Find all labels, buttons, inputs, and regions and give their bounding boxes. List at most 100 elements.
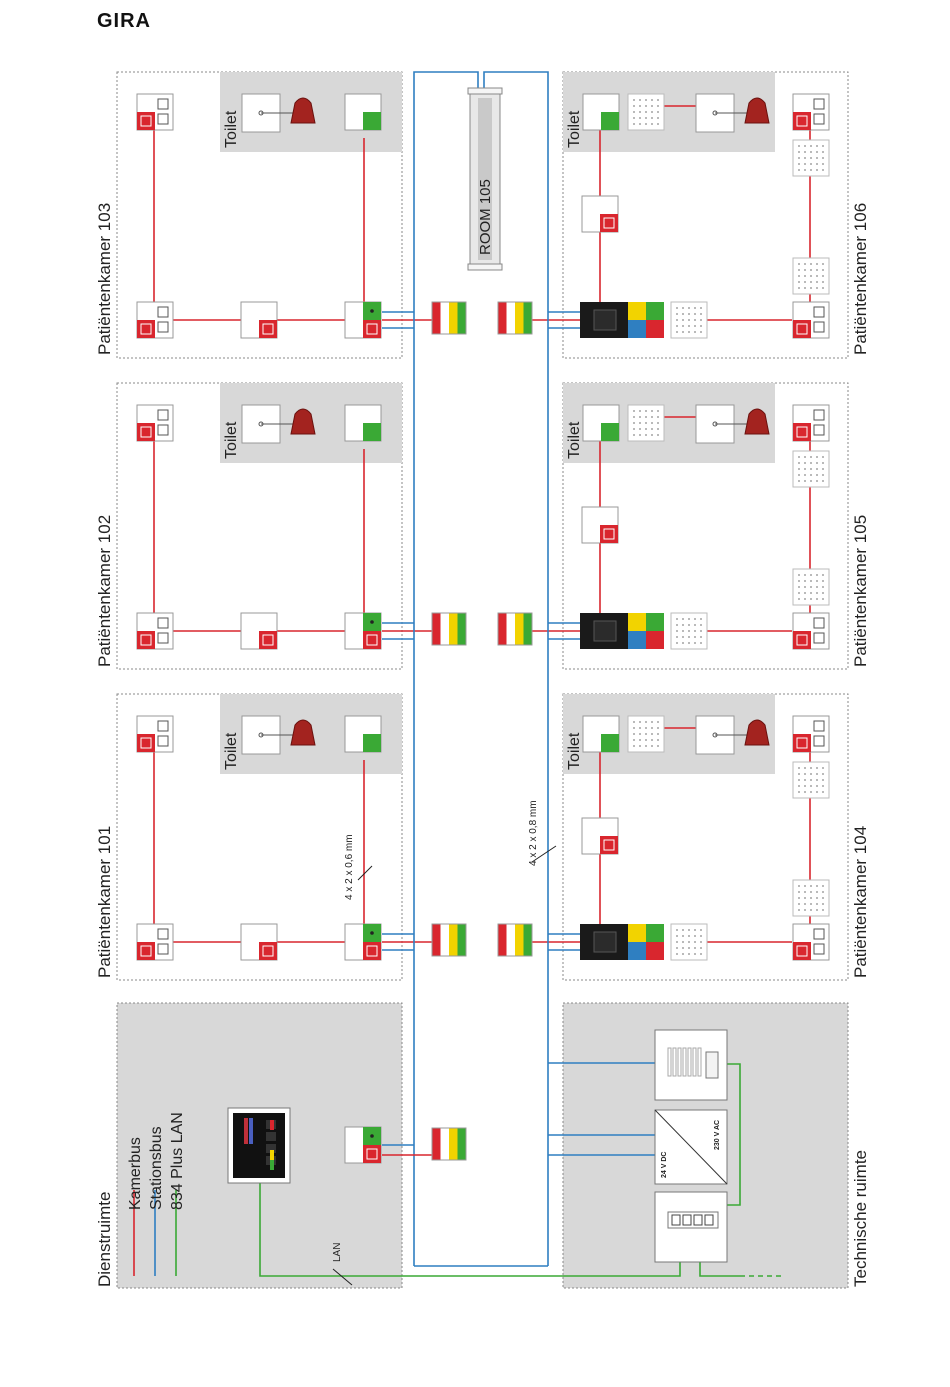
speaker-icon (628, 716, 664, 752)
speaker-dot (682, 325, 684, 327)
speaker-dot (810, 574, 812, 576)
bed-terminal-red (793, 734, 811, 752)
speaker-dot (682, 319, 684, 321)
speaker-dot (816, 462, 818, 464)
reset-button-green (363, 112, 381, 130)
speaker-dot (810, 281, 812, 283)
room-controller-green (646, 924, 664, 942)
speaker-dot (798, 586, 800, 588)
master-station-screen (233, 1113, 285, 1178)
speaker-dot (676, 935, 678, 937)
room-terminal-red (363, 320, 381, 338)
speaker-dot (816, 151, 818, 153)
toilet-label: Toilet (566, 421, 583, 459)
corridor-lamp-segment (515, 302, 524, 334)
master-station-row (266, 1132, 276, 1141)
speaker-dot (822, 791, 824, 793)
speaker-dot (804, 592, 806, 594)
speaker-dot (816, 885, 818, 887)
speaker-dot (694, 630, 696, 632)
speaker-dot (682, 636, 684, 638)
speaker-dot (645, 733, 647, 735)
speaker-dot (645, 416, 647, 418)
speaker-dot (700, 331, 702, 333)
speaker-dot (798, 157, 800, 159)
speaker-dot (639, 422, 641, 424)
speaker-dot (798, 779, 800, 781)
speaker-dot (822, 480, 824, 482)
speaker-dot (682, 331, 684, 333)
speaker-dot (682, 624, 684, 626)
speaker-dot (682, 941, 684, 943)
corridor-lamp-segment (458, 613, 467, 645)
room-controller-icon (580, 302, 664, 338)
speaker-dot (688, 947, 690, 949)
corridor-lamp-icon (498, 613, 532, 645)
speaker-dot (816, 779, 818, 781)
speaker-dot (822, 269, 824, 271)
corridor-lamp-icon (432, 1128, 466, 1160)
speaker-dot (822, 462, 824, 464)
room-controller-icon (580, 613, 664, 649)
speaker-dot (676, 307, 678, 309)
speaker-dot (810, 903, 812, 905)
speaker-dot (645, 721, 647, 723)
room-label-106: Patiëntenkamer 106 (851, 203, 870, 355)
speaker-dot (810, 891, 812, 893)
master-station-bar (249, 1118, 253, 1144)
speaker-dot (816, 269, 818, 271)
speaker-dot (651, 105, 653, 107)
speaker-dot (798, 574, 800, 576)
speaker-dot (682, 935, 684, 937)
speaker-dot (798, 909, 800, 911)
speaker-dot (657, 733, 659, 735)
speaker-dot (822, 151, 824, 153)
speaker-dot (810, 885, 812, 887)
speaker-dot (682, 313, 684, 315)
speaker-dot (700, 953, 702, 955)
speaker-dot (676, 953, 678, 955)
room-label-101: Patiëntenkamer 101 (95, 826, 114, 978)
bed-terminal-red (793, 423, 811, 441)
corridor-lamp-segment (432, 924, 441, 956)
bed-terminal-red (793, 112, 811, 130)
room-controller-screen (594, 932, 616, 952)
speaker-dot (798, 263, 800, 265)
speaker-dot (810, 163, 812, 165)
room-label-102: Patiëntenkamer 102 (95, 515, 114, 667)
network-switch-icon (655, 1192, 727, 1262)
room-controller-green (646, 302, 664, 320)
speaker-dot (798, 169, 800, 171)
speaker-dot (676, 642, 678, 644)
speaker-icon (793, 880, 829, 916)
speaker-dot (798, 480, 800, 482)
speaker-dot (645, 410, 647, 412)
bed-terminal-icon (137, 924, 173, 960)
speaker-dot (676, 319, 678, 321)
speaker-dot (804, 891, 806, 893)
speaker-dot (816, 145, 818, 147)
speaker-dot (810, 287, 812, 289)
corridor-lamp-segment (432, 613, 441, 645)
speaker-dot (798, 891, 800, 893)
speaker-dot (688, 331, 690, 333)
speaker-dot (633, 739, 635, 741)
speaker-dot (816, 903, 818, 905)
speaker-dot (682, 630, 684, 632)
speaker-dot (816, 785, 818, 787)
corridor-lamp-segment (441, 613, 450, 645)
room-terminal-icon (345, 1127, 381, 1163)
room-terminal-red (363, 631, 381, 649)
speaker-dot (804, 275, 806, 277)
speaker-dot (804, 468, 806, 470)
speaker-dot (657, 745, 659, 747)
speaker-dot (810, 456, 812, 458)
speaker-dot (694, 307, 696, 309)
speaker-dot (682, 642, 684, 644)
speaker-dot (804, 598, 806, 600)
speaker-dot (694, 935, 696, 937)
bed-terminal-red (137, 320, 155, 338)
corridor-lamp-segment (498, 924, 507, 956)
speaker-dot (651, 733, 653, 735)
bed-terminal-icon (137, 302, 173, 338)
